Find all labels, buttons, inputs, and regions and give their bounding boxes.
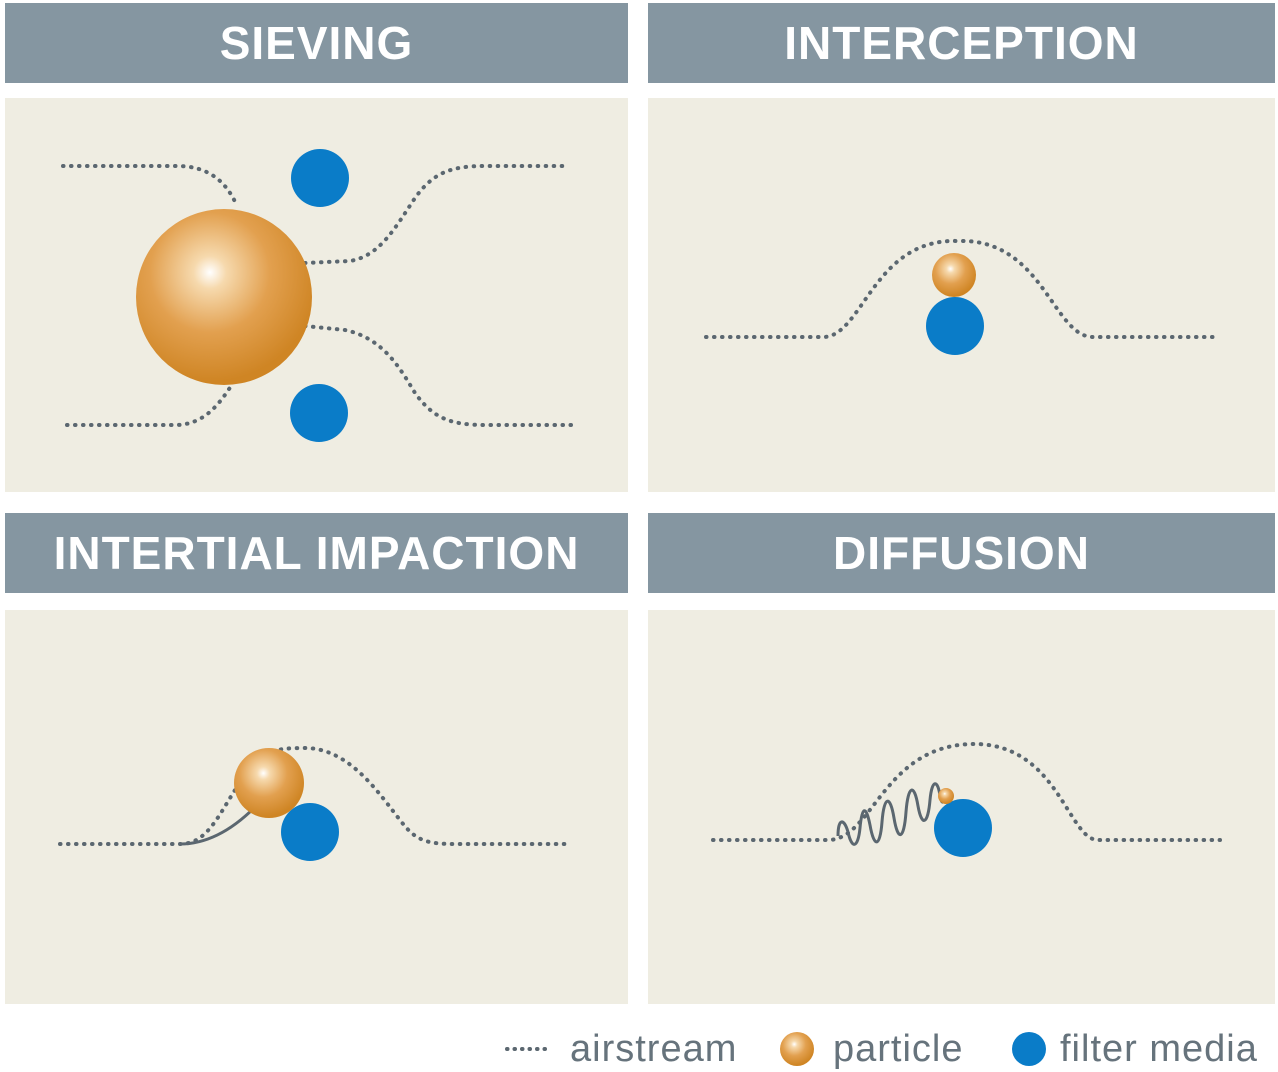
legend-airstream-label: airstream	[570, 1027, 738, 1070]
airstream-path	[65, 381, 235, 427]
particle	[938, 788, 954, 804]
legend-filter-media-label: filter media	[1060, 1027, 1258, 1070]
diffusion-panel	[648, 610, 1275, 1004]
particle-trajectory	[836, 782, 948, 846]
particle	[136, 209, 312, 385]
airstream-legend-icon	[505, 1047, 550, 1051]
airstream-path	[61, 164, 239, 208]
airstream-path	[303, 324, 573, 427]
filter-media-fiber	[290, 384, 348, 442]
filter-media-fiber	[291, 149, 349, 207]
filter-media-legend-icon	[1012, 1032, 1046, 1066]
legend-particle: particle	[778, 1026, 964, 1072]
particle-trajectory	[179, 805, 257, 846]
legend-airstream: airstream	[500, 1026, 737, 1072]
filter-media-fiber	[281, 803, 339, 861]
filter-media-fiber	[926, 297, 984, 355]
legend-particle-label: particle	[833, 1027, 964, 1070]
particle	[234, 748, 304, 818]
inertial-impaction-header: INTERTIAL IMPACTION	[5, 513, 628, 593]
sieving-header: SIEVING	[5, 3, 628, 83]
airstream-path	[303, 164, 567, 265]
interception-title: INTERCEPTION	[784, 17, 1139, 69]
inertial-impaction-title: INTERTIAL IMPACTION	[53, 527, 580, 579]
interception-header: INTERCEPTION	[648, 3, 1275, 83]
airstream-path	[711, 741, 1222, 842]
particle	[932, 253, 976, 297]
diffusion-title: DIFFUSION	[833, 527, 1090, 579]
diffusion-header: DIFFUSION	[648, 513, 1275, 593]
filter-media-fiber	[934, 799, 992, 857]
legend: airstream particle filter media	[500, 1026, 1275, 1072]
interception-panel	[648, 98, 1275, 492]
airstream-path	[58, 745, 570, 846]
particle-legend-icon	[780, 1032, 814, 1066]
legend-filter-media: filter media	[1010, 1026, 1258, 1072]
airstream-path	[704, 238, 1215, 339]
sieving-panel	[5, 98, 628, 492]
inertial-impaction-panel	[5, 610, 628, 1004]
sieving-title: SIEVING	[219, 17, 414, 69]
